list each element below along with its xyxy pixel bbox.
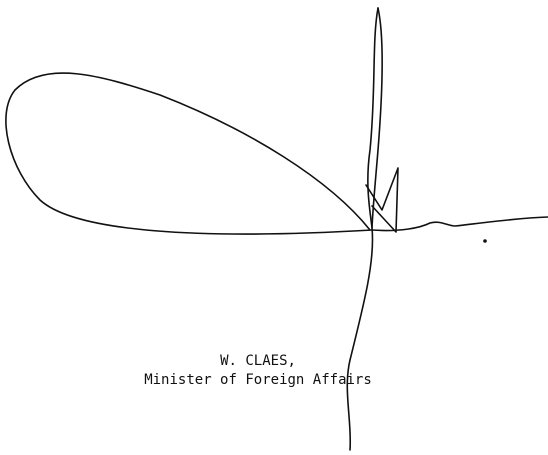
signature-upstroke — [371, 7, 383, 229]
signatory-title: Minister of Foreign Affairs — [144, 372, 372, 388]
signature-loop-stroke — [5, 72, 373, 235]
signature-zigzag — [365, 167, 399, 233]
signature-tail-stroke — [371, 216, 548, 232]
signatory-name: W. CLAES, — [220, 353, 296, 369]
signature-dot — [483, 239, 487, 243]
signatory-block: W. CLAES, Minister of Foreign Affairs — [138, 352, 378, 390]
